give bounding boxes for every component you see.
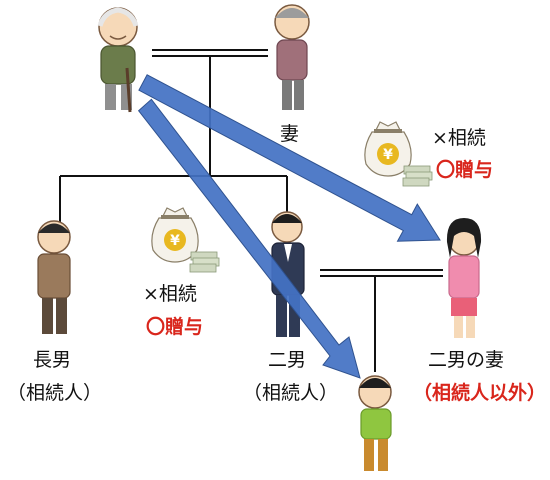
moneybag-icon (151, 207, 220, 273)
moneybag-icon (364, 121, 433, 187)
tree-lines (59, 49, 443, 372)
son1-figure (37, 220, 71, 334)
gift-arrow-to-grandchild (137, 98, 361, 379)
grandmother-figure (274, 4, 310, 110)
son1-role-label: （相続人） (7, 382, 103, 404)
gift-arrow-to-son2-wife (138, 74, 441, 242)
grandchild-figure (358, 375, 392, 471)
son2-wife-figure (446, 218, 482, 338)
son2-wife-name-label: 二男の妻 (428, 349, 505, 371)
son2-name-label: 二男 (268, 349, 307, 371)
son1-name-label: 長男 (33, 349, 72, 371)
gift-inherit-label: ×相続 (143, 283, 197, 305)
son2-wife-role-label: （相続人以外） (413, 382, 547, 404)
grandmother-label: 妻 (280, 123, 300, 145)
grandfather-figure (97, 7, 139, 113)
gift-label: 〇贈与 (436, 159, 494, 181)
son2-role-label: （相続人） (243, 382, 339, 404)
gift-label: 〇贈与 (146, 316, 204, 338)
gift-inherit-label: ×相続 (432, 127, 486, 149)
